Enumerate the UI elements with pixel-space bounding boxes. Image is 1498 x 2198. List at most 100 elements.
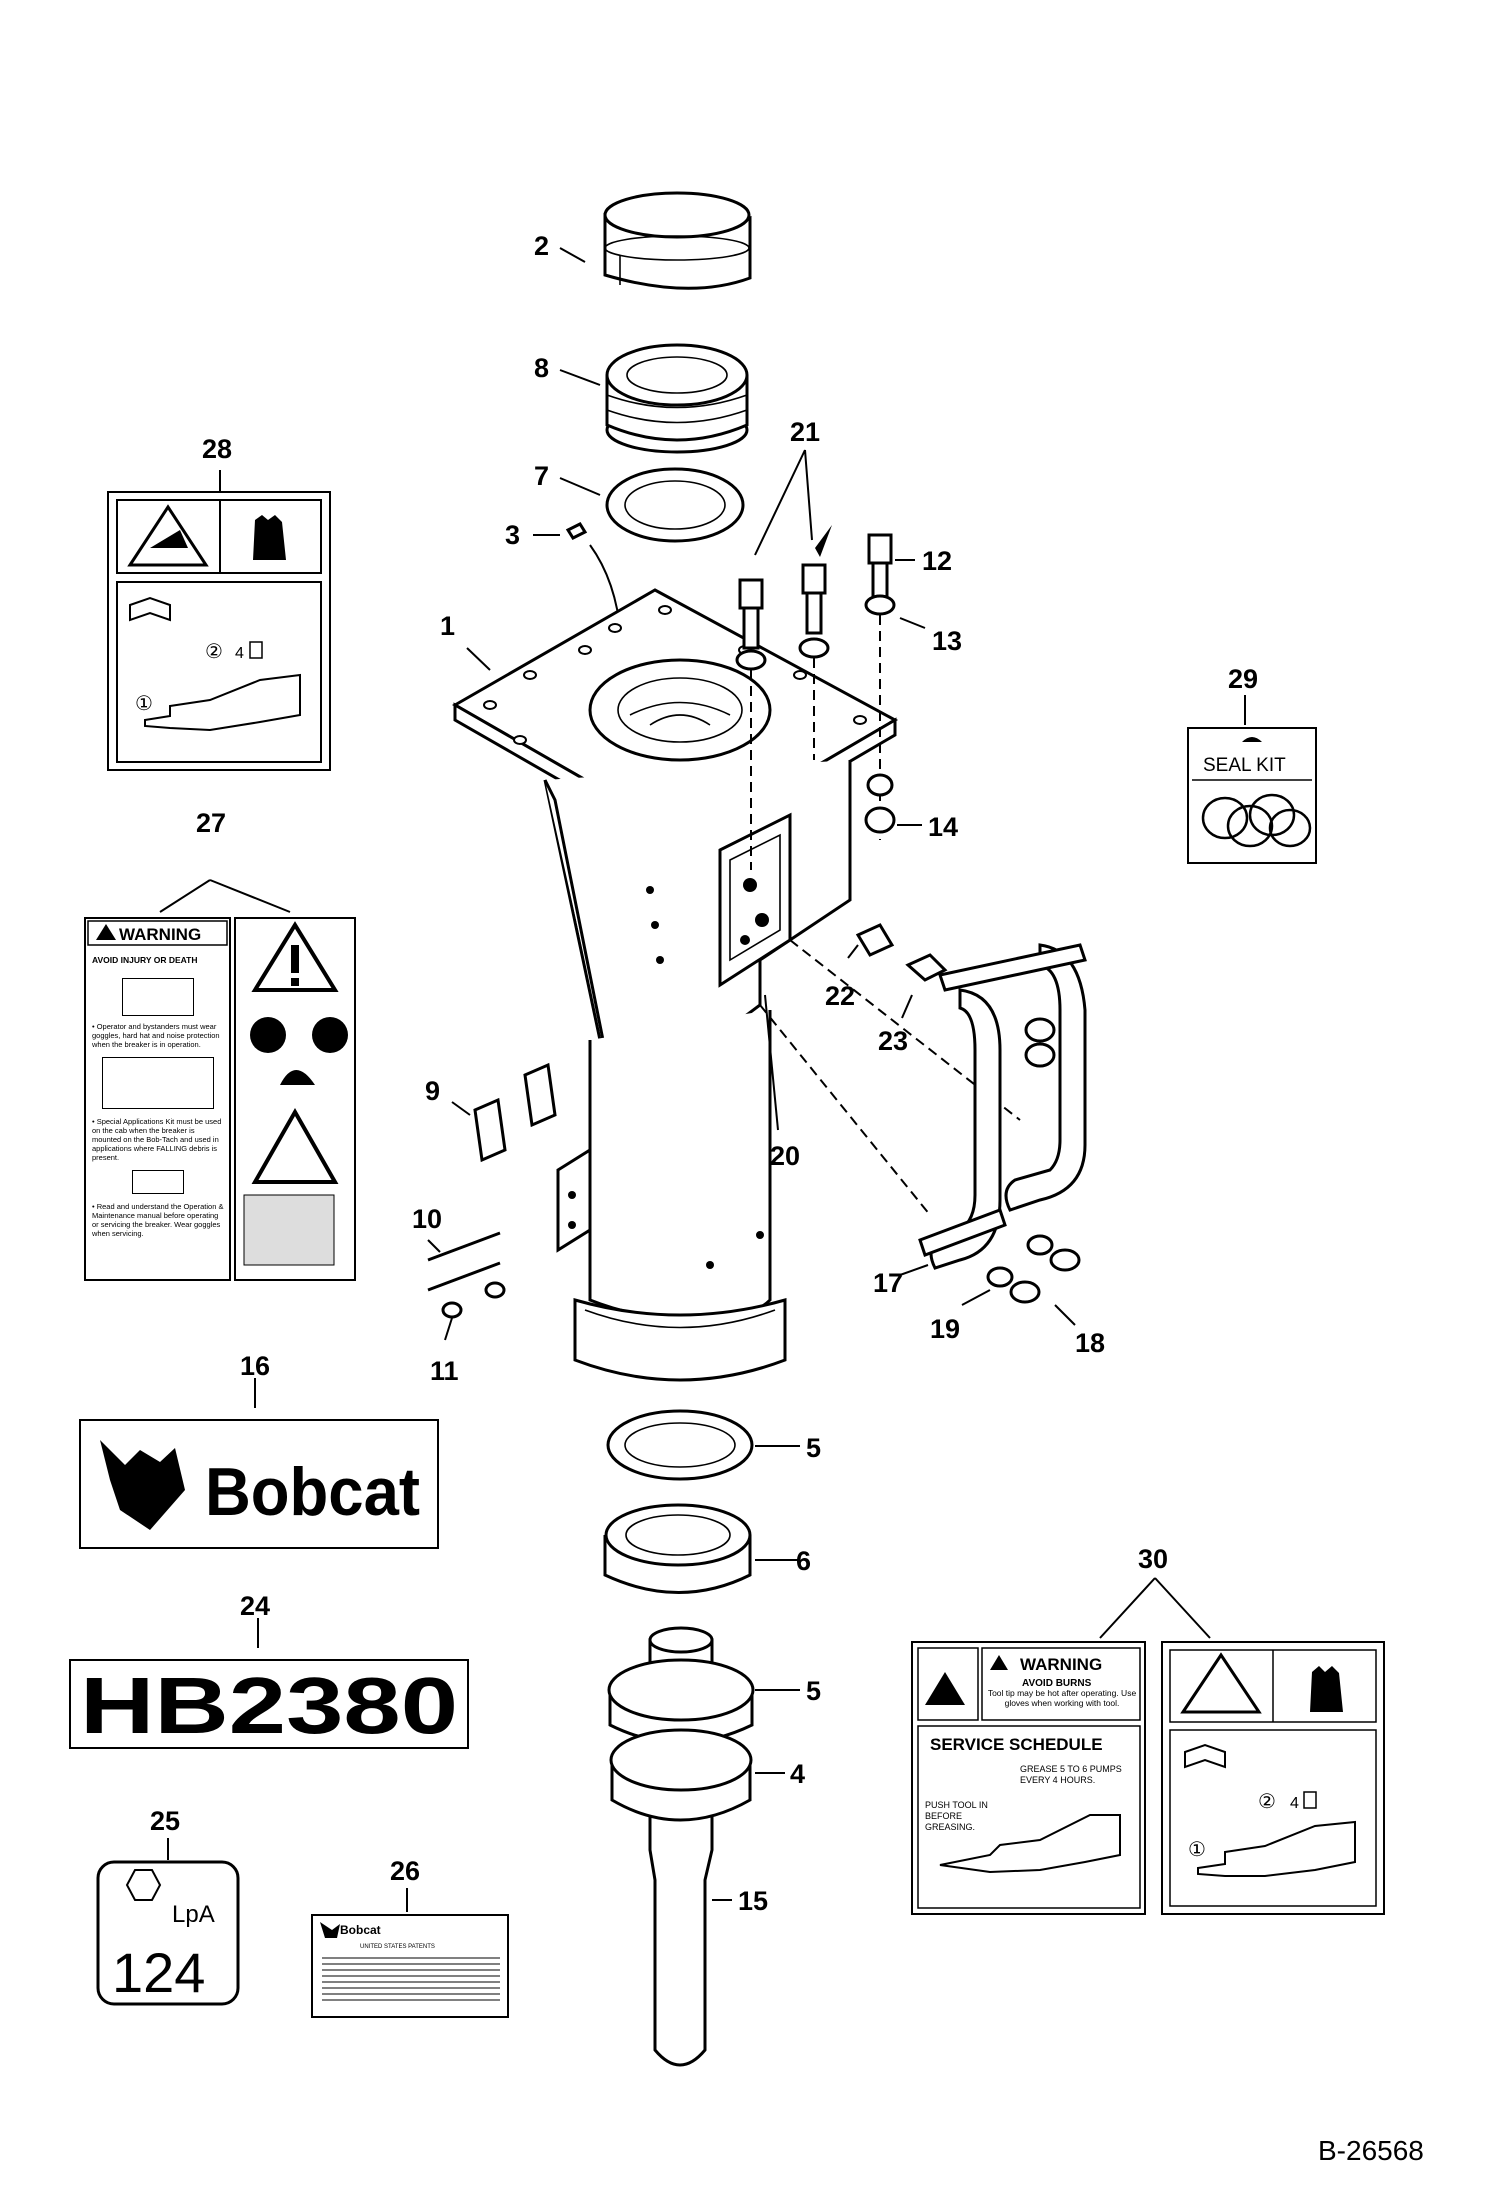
service-schedule-title: SERVICE SCHEDULE <box>930 1735 1103 1754</box>
callout-20: 20 <box>770 1141 800 1171</box>
seal-kit-label: SEAL KIT <box>1203 755 1286 776</box>
bobcat-small-icon <box>320 1922 340 1938</box>
callout-21: 21 <box>790 417 820 447</box>
drawing-id: B-26568 <box>1318 2135 1424 2166</box>
patents-title: UNITED STATES PATENTS <box>360 1944 435 1950</box>
decal-26-patents: Bobcat UNITED STATES PATENTS <box>311 1914 509 2018</box>
callout-13: 13 <box>932 626 962 656</box>
part-18-19-fasteners <box>986 1234 1081 1304</box>
callout-22: 22 <box>825 981 855 1011</box>
callout-16: 16 <box>240 1351 270 1381</box>
goggles-icon <box>250 1017 286 1053</box>
part-22-link <box>855 923 895 957</box>
decal27-header: WARNING <box>119 925 201 944</box>
callout-19: 19 <box>930 1314 960 1344</box>
part-17-handle <box>759 939 1087 1270</box>
decal-25-sound-level: LpA 124 <box>96 1860 240 2006</box>
manual-icon <box>129 596 171 622</box>
decal30-circle-2: ② <box>1258 1791 1276 1813</box>
ear-protection-icon <box>312 1017 348 1053</box>
o-rings-icon <box>1201 793 1312 848</box>
part-3-pin <box>565 522 588 540</box>
part-13-washer <box>864 594 896 616</box>
callout-9: 9 <box>425 1076 440 1106</box>
warning-icon-small <box>990 1655 1008 1670</box>
callout-14: 14 <box>928 812 958 842</box>
part-23-pin <box>905 953 948 982</box>
decal30-header: WARNING <box>1020 1655 1102 1674</box>
grease-instructions: GREASE 5 TO 6 PUMPS EVERY 4 HOURS. <box>1020 1764 1122 1785</box>
part-5-seal-lower <box>607 1658 755 1744</box>
decal-30: WARNING AVOID BURNS Tool tip may be hot … <box>911 1641 1385 1915</box>
callout-7: 7 <box>534 461 549 491</box>
part-21-bolt-right <box>798 563 830 659</box>
part-7-washer <box>605 467 745 543</box>
part-2-bushing <box>603 191 752 290</box>
decal30-count: 4 <box>1290 1795 1299 1812</box>
decal-27: WARNING AVOID INJURY OR DEATH • Operator… <box>84 917 356 1281</box>
patents-brand: Bobcat <box>340 1923 381 1937</box>
leader-lines <box>159 247 1246 1912</box>
callout-17: 17 <box>873 1268 903 1298</box>
callout-29: 29 <box>1228 664 1258 694</box>
warning-icon <box>96 924 116 940</box>
callout-12: 12 <box>922 546 952 576</box>
decal27-para3: • Read and understand the Operation & Ma… <box>92 1202 224 1238</box>
callout-23: 23 <box>878 1026 908 1056</box>
manual-icon-2 <box>1184 1743 1226 1769</box>
decal-24-model: HB2380 <box>69 1659 469 1750</box>
sound-icon <box>125 1869 162 1901</box>
callout-15: 15 <box>738 1886 768 1916</box>
callout-26: 26 <box>390 1856 420 1886</box>
decal-16-bobcat: Bobcat <box>79 1419 439 1549</box>
part-12-bolt <box>867 533 893 605</box>
decal28-circle-2: ② <box>205 641 223 663</box>
bobcat-head-icon <box>100 1440 185 1530</box>
part-1-housing <box>451 588 899 1382</box>
decal27-subheader: AVOID INJURY OR DEATH <box>92 955 197 965</box>
decal-28: ② 4 ① <box>107 491 331 771</box>
callout-5-upper: 5 <box>806 1433 821 1463</box>
glove-icon-2 <box>1310 1666 1343 1712</box>
callout-5-lower: 5 <box>806 1676 821 1706</box>
callout-2: 2 <box>534 231 549 261</box>
decal27-para2: • Special Applications Kit must be used … <box>92 1117 222 1162</box>
part-14-nuts <box>864 773 896 834</box>
callout-1: 1 <box>440 611 455 641</box>
push-tool-instructions: PUSH TOOL IN BEFORE GREASING. <box>925 1800 988 1832</box>
callout-24: 24 <box>240 1591 270 1621</box>
part-6-bushing <box>603 1503 752 1594</box>
part-10-studs <box>427 1231 501 1292</box>
decal30-subheader: AVOID BURNS <box>1022 1678 1092 1689</box>
callout-3: 3 <box>505 520 520 550</box>
decal27-para1: • Operator and bystanders must wear gogg… <box>92 1022 220 1049</box>
callout-25: 25 <box>150 1806 180 1836</box>
callout-18: 18 <box>1075 1328 1105 1358</box>
glove-icon <box>253 515 286 560</box>
callout-11: 11 <box>430 1356 459 1386</box>
callout-numbers: 2 8 7 3 1 21 12 13 14 22 23 20 9 10 11 1… <box>150 231 1258 1916</box>
part-21-bolt-left <box>735 578 767 671</box>
decal28-circle-1: ① <box>135 693 153 715</box>
decal28-count: 4 <box>235 645 244 662</box>
part-8-seal <box>605 343 749 454</box>
part-9-clamps <box>473 1062 557 1163</box>
callout-4: 4 <box>790 1759 805 1789</box>
callout-27: 27 <box>196 808 226 838</box>
decal30-text: Tool tip may be hot after operating. Use… <box>987 1688 1137 1708</box>
sound-unit: LpA <box>172 1901 215 1928</box>
part-4-retainer <box>609 1728 753 1822</box>
callout-6: 6 <box>796 1546 811 1576</box>
model-text: HB2380 <box>80 1661 458 1750</box>
hard-hat-icon <box>280 1070 315 1085</box>
callout-8: 8 <box>534 353 549 383</box>
decal30-circle-1: ① <box>1188 1839 1206 1861</box>
callout-30: 30 <box>1138 1544 1168 1574</box>
decal-29-seal-kit: SEAL KIT <box>1187 727 1317 864</box>
sound-value: 124 <box>112 1941 205 2004</box>
part-11-nuts <box>441 1281 506 1319</box>
callout-28: 28 <box>202 434 232 464</box>
part-5-seal-upper <box>606 1409 754 1481</box>
